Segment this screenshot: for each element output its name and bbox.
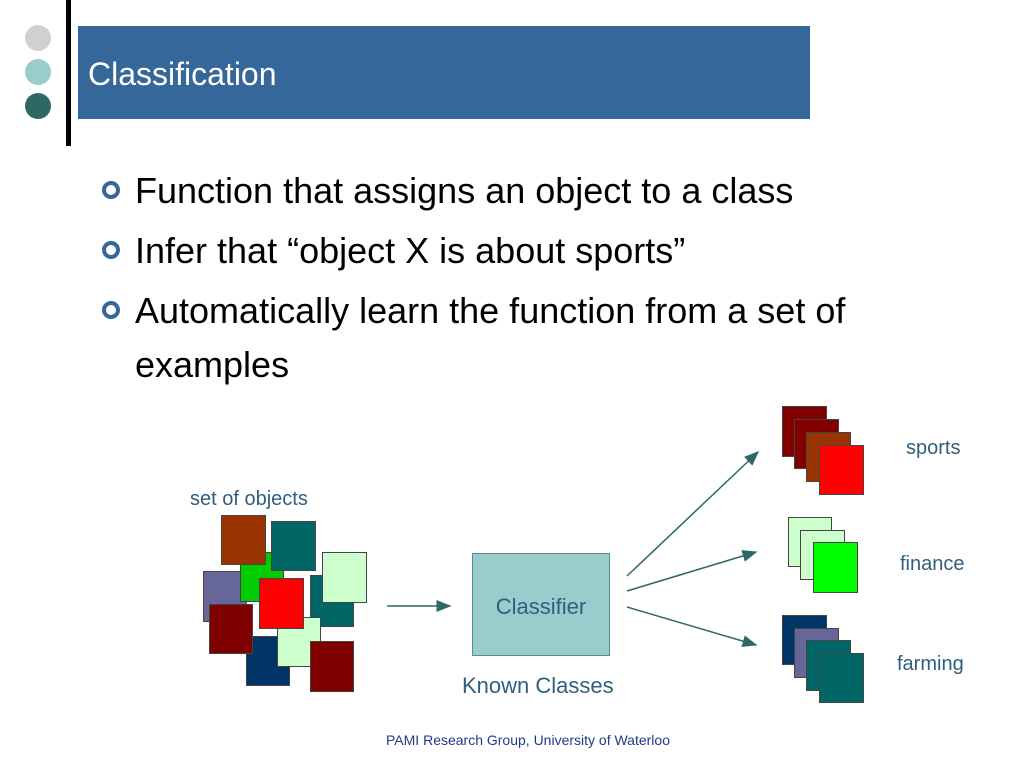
objects-label: set of objects	[190, 488, 308, 510]
classifier-label: Classifier	[495, 594, 587, 619]
arrow-to-finance	[626, 550, 758, 592]
footer-text: PAMI Research Group, University of Water…	[386, 732, 670, 748]
bullet-list: Function that assigns an object to a cla…	[100, 164, 960, 398]
bullet-text: Automatically learn the function from a …	[135, 290, 846, 385]
classifier-box: Classifier	[472, 553, 610, 656]
object-square	[310, 641, 354, 692]
class-square	[813, 542, 858, 593]
bullet-item: Infer that “object X is about sports”	[100, 224, 960, 278]
object-square	[271, 521, 316, 571]
bullet-text: Function that assigns an object to a cla…	[135, 170, 794, 211]
class-label-finance: finance	[900, 553, 965, 575]
arrow-to-farming	[626, 606, 758, 647]
arrow-to-sports	[626, 450, 760, 577]
known-classes-label: Known Classes	[462, 673, 614, 698]
class-label-farming: farming	[897, 653, 964, 675]
decor-dot-light	[25, 25, 51, 51]
class-square	[819, 653, 864, 703]
object-square	[221, 515, 266, 565]
bullet-item: Automatically learn the function from a …	[100, 284, 960, 392]
bullet-ring-icon	[102, 301, 120, 319]
class-square	[819, 445, 864, 495]
bullet-text: Infer that “object X is about sports”	[135, 230, 686, 271]
title-bar: Classification	[78, 26, 810, 119]
bullet-ring-icon	[102, 181, 120, 199]
decor-dot-dark	[25, 93, 51, 119]
decor-dot-mid	[25, 59, 51, 85]
object-square	[259, 578, 304, 629]
bullet-item: Function that assigns an object to a cla…	[100, 164, 960, 218]
bullet-ring-icon	[102, 241, 120, 259]
class-label-sports: sports	[906, 437, 961, 459]
object-square	[209, 604, 253, 654]
decor-vertical-bar	[66, 0, 71, 146]
object-square	[322, 552, 367, 603]
slide-title: Classification	[88, 56, 277, 92]
